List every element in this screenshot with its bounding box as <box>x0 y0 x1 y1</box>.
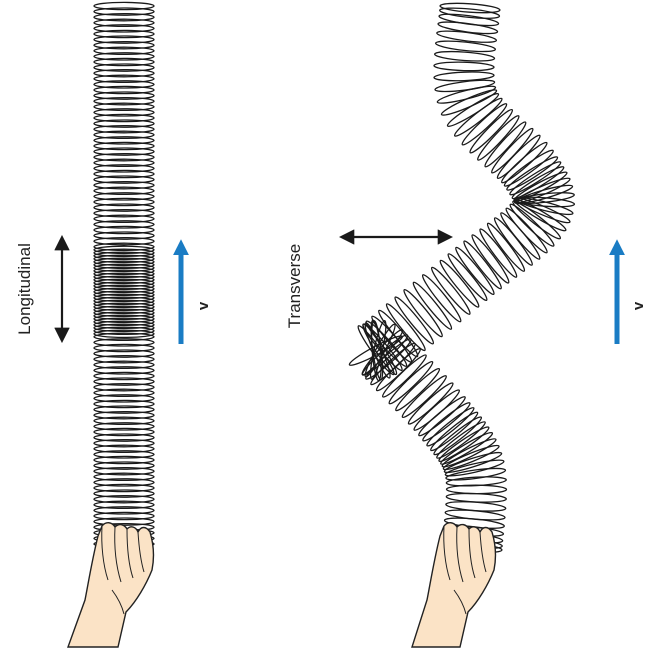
coil-loop <box>439 12 500 28</box>
coil-loop <box>437 258 482 310</box>
coil-loop <box>439 6 500 20</box>
coil-loop <box>410 280 454 332</box>
coil-loop <box>401 287 445 339</box>
longitudinal-spring <box>94 2 154 547</box>
longitudinal-label: Longitudinal <box>15 243 34 335</box>
coil-loop <box>505 154 560 193</box>
coil-loop <box>438 20 499 36</box>
left-hand <box>68 523 153 647</box>
coil-loop <box>420 272 464 324</box>
coil-loop <box>434 61 494 71</box>
transverse-label: Transverse <box>285 244 304 328</box>
transverse-spring <box>347 2 574 554</box>
coil-loop <box>446 485 506 494</box>
longitudinal-panel: Longitudinal v <box>15 2 212 647</box>
transverse-panel: Transverse v <box>285 2 645 647</box>
right-hand <box>412 523 495 647</box>
coil-loop <box>429 265 473 317</box>
transverse-velocity-label: v <box>630 301 645 310</box>
longitudinal-velocity-label: v <box>195 301 212 310</box>
coil-loop <box>436 83 496 106</box>
